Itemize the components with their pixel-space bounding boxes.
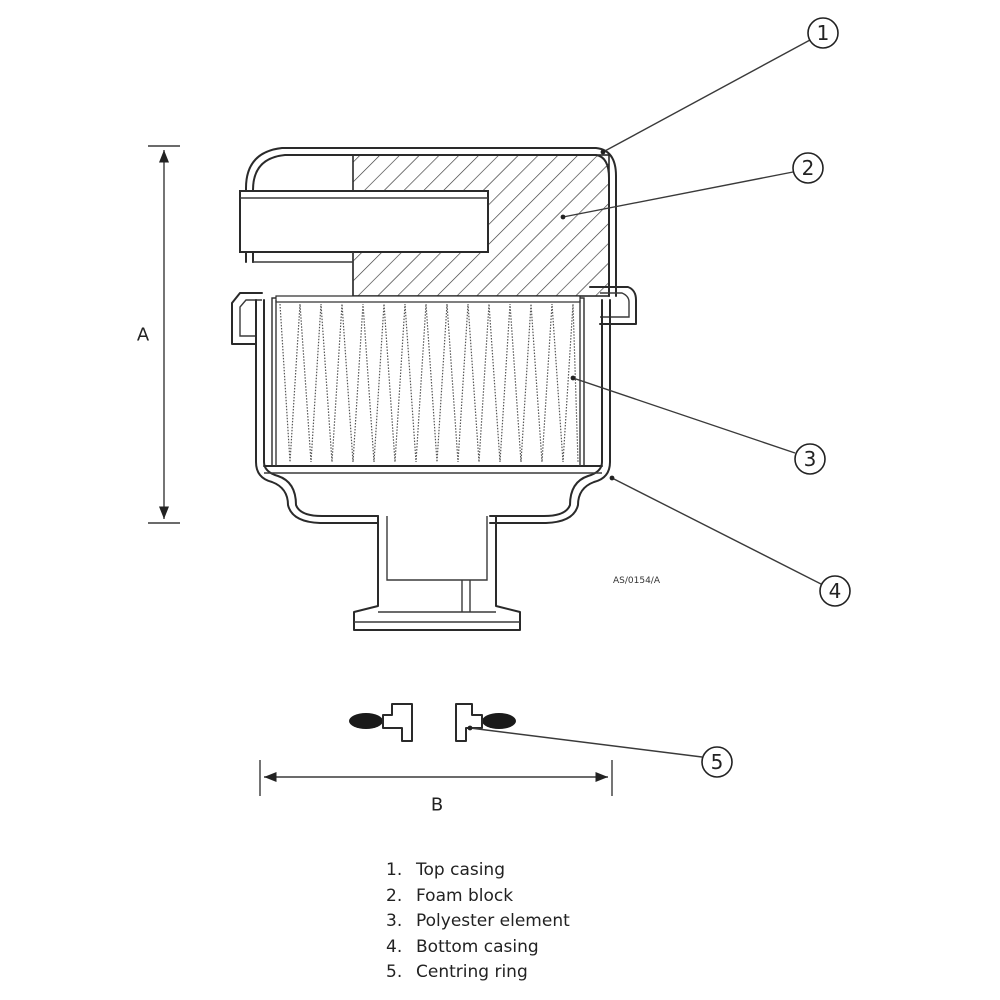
legend-item: 2. Foam block <box>386 884 686 910</box>
legend-text: Polyester element <box>416 911 570 931</box>
svg-text:5: 5 <box>711 750 724 774</box>
callout-3: 3 <box>794 443 826 475</box>
svg-text:2: 2 <box>802 156 815 180</box>
legend-text: Bottom casing <box>416 936 539 957</box>
callout-2: 2 <box>792 152 824 184</box>
svg-text:3: 3 <box>804 447 817 471</box>
svg-text:1: 1 <box>817 21 830 45</box>
bottom-casing <box>255 299 611 631</box>
leader-lines <box>467 39 822 758</box>
centring-ring <box>349 703 516 742</box>
legend-number: 3. <box>386 911 403 931</box>
reference-code: AS/0154/A <box>613 576 661 586</box>
legend-text: Foam block <box>416 885 514 906</box>
parts-legend: 1. Top casing 2. Foam block 3. Polyester el… <box>386 858 686 986</box>
inlet-tube <box>239 190 489 253</box>
legend-item: 3. Polyester element <box>386 909 686 935</box>
polyester-element <box>271 295 585 467</box>
legend-number: 4. <box>386 936 403 957</box>
dimension-b: B <box>259 760 613 816</box>
legend-number: 1. <box>386 860 403 880</box>
element-pleats <box>279 303 579 463</box>
legend-text: Centring ring <box>416 962 528 982</box>
callout-4: 4 <box>819 575 851 607</box>
callout-5: 5 <box>701 746 733 778</box>
legend-text: Top casing <box>416 860 506 880</box>
dimension-a-label: A <box>137 325 150 346</box>
top-casing <box>239 147 617 297</box>
dimension-a: A <box>137 145 180 524</box>
casing-flanges <box>231 286 637 345</box>
dimension-b-label: B <box>431 795 443 816</box>
legend-item: 5. Centring ring <box>386 960 686 986</box>
legend-item: 1. Top casing <box>386 858 686 884</box>
svg-text:4: 4 <box>829 579 842 603</box>
callout-1: 1 <box>807 17 839 49</box>
legend-number: 5. <box>386 962 403 982</box>
legend-item: 4. Bottom casing <box>386 935 686 961</box>
legend-number: 2. <box>386 885 403 906</box>
